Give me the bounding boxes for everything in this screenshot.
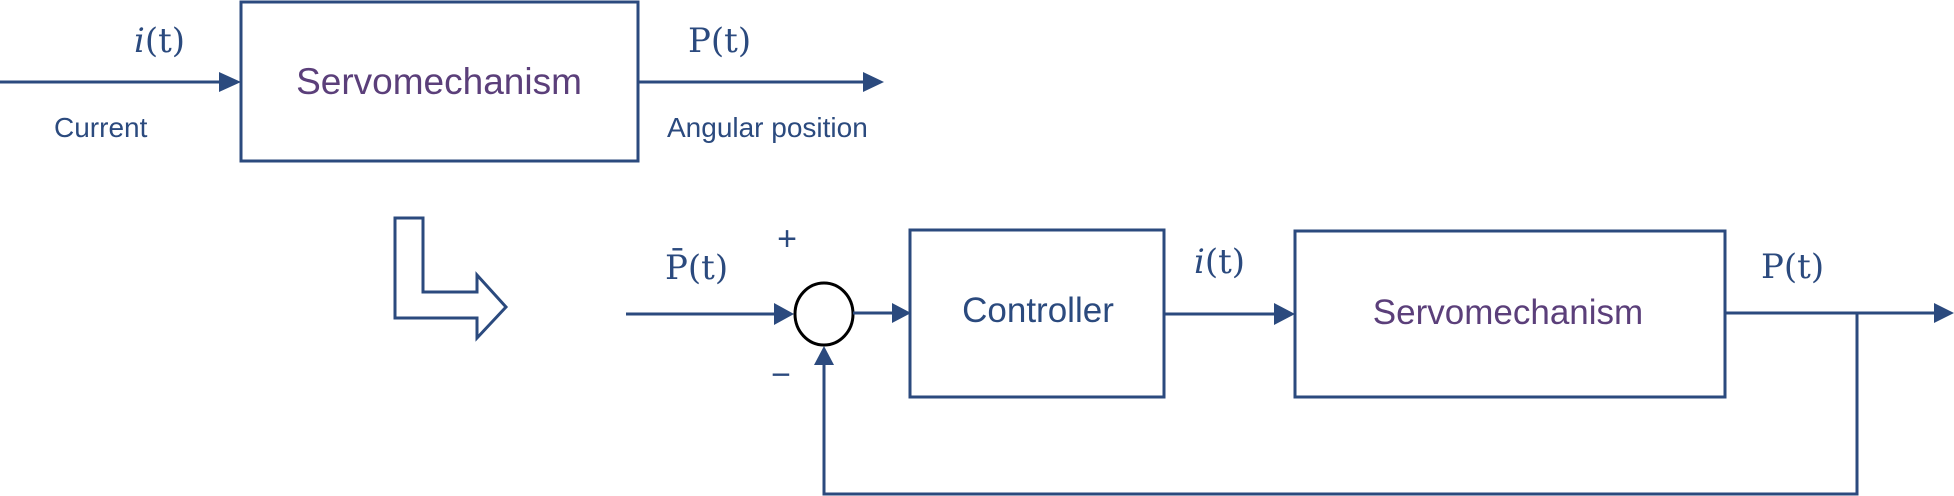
controller-block xyxy=(908,228,1166,399)
arrowhead-icon xyxy=(814,346,834,365)
bent-arrow-icon xyxy=(393,216,509,342)
arrowhead-icon xyxy=(1274,303,1295,325)
arrowhead-icon xyxy=(863,72,884,92)
plant-servomechanism-block xyxy=(1293,229,1727,399)
plant-label: Servomechanism xyxy=(1373,293,1643,332)
output-signal-symbol: P(t) xyxy=(1761,247,1824,287)
arrowhead-icon xyxy=(892,303,911,323)
open-loop-diagram: i(t) Current Servomechanism P(t) Angular… xyxy=(0,0,884,163)
output-signal-symbol: P(t) xyxy=(688,21,751,61)
arrowhead-icon xyxy=(774,303,794,325)
controller-label: Controller xyxy=(962,291,1114,330)
control-signal-symbol: i(t) xyxy=(1194,242,1245,282)
feedback-path xyxy=(822,313,1859,496)
arrowhead-icon xyxy=(219,72,241,92)
closed-loop-diagram: P̄(t) + − Controller i(t) Servomechanism… xyxy=(626,220,1954,496)
input-caption: Current xyxy=(54,112,148,143)
summing-junction xyxy=(793,281,855,347)
output-caption: Angular position xyxy=(667,112,868,143)
plus-sign: + xyxy=(777,220,797,258)
reference-signal-symbol: P̄(t) xyxy=(665,247,728,288)
servomechanism-label: Servomechanism xyxy=(296,61,582,102)
minus-sign: − xyxy=(771,356,791,394)
arrowhead-icon xyxy=(1934,303,1954,323)
input-signal-symbol: i(t) xyxy=(134,21,185,61)
